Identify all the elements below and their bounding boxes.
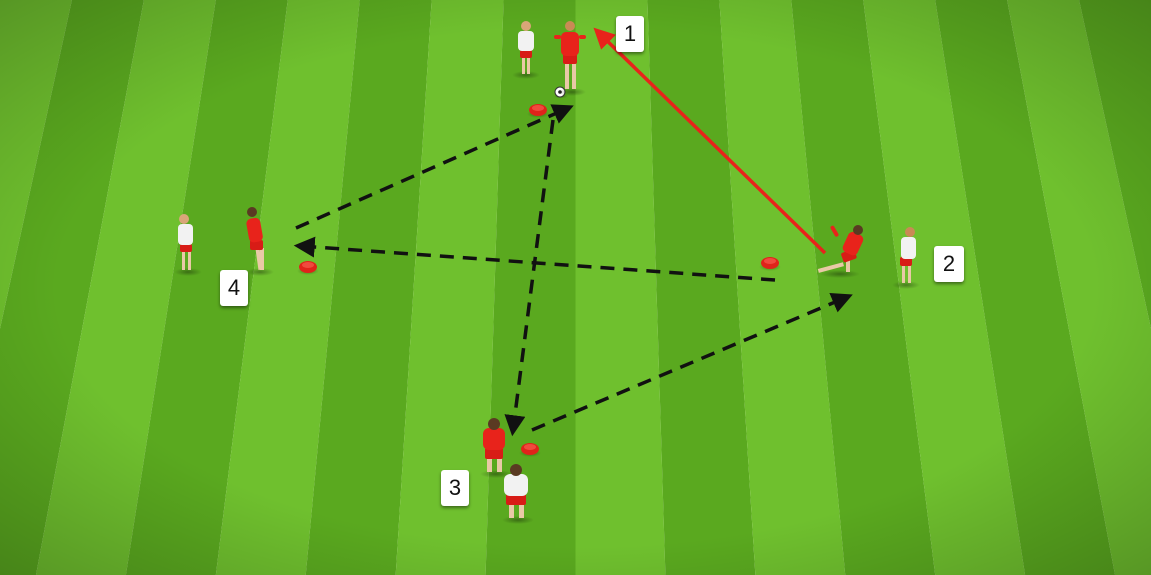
- station-label-2: 2: [934, 246, 964, 282]
- station-label-3: 3: [441, 470, 469, 506]
- station-label-1: 1: [616, 16, 644, 52]
- station-label-4: 4: [220, 270, 248, 306]
